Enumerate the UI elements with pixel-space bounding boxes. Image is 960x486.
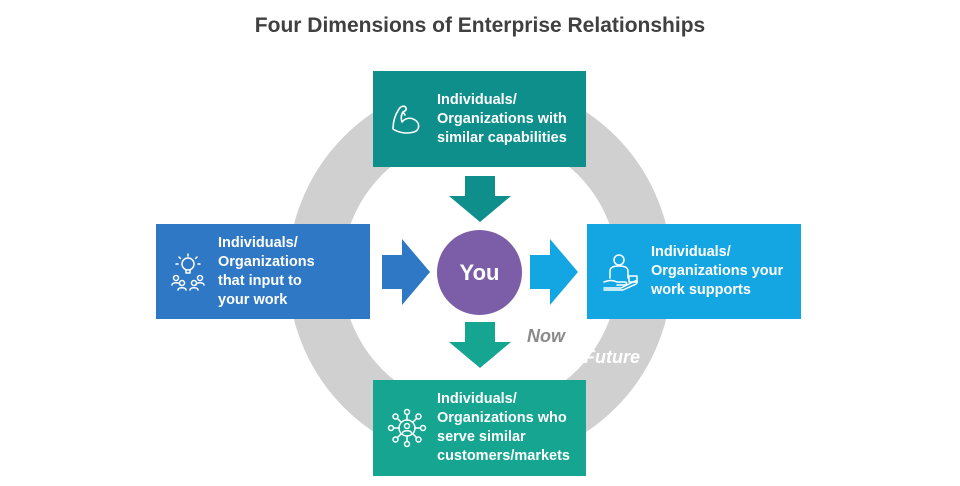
box-label: Individuals/ Organizations who serve sim… <box>437 391 570 464</box>
box-similar-capabilities: Individuals/ Organizations with similar … <box>373 71 586 167</box>
center-you-circle: You <box>437 230 522 315</box>
box-inputs: Individuals/ Organizations that input to… <box>156 224 370 319</box>
box-label: Individuals/ Organizations with similar … <box>437 91 567 146</box>
arrow-right-left <box>382 239 430 305</box>
box-similar-markets: Individuals/ Organizations who serve sim… <box>373 380 586 476</box>
arrow-down-bottom <box>449 322 511 368</box>
box-label: Individuals/ Organizations your work sup… <box>651 244 784 298</box>
future-label: Future <box>584 347 640 367</box>
box-label: Individuals/ Organizations that input to… <box>218 234 315 308</box>
arrow-right-right <box>530 239 578 305</box>
flexed-arm-icon <box>385 97 429 141</box>
network-person-icon <box>385 406 429 450</box>
box-supports: Individuals/ Organizations your work sup… <box>587 224 801 319</box>
idea-team-icon <box>166 250 210 294</box>
person-hand-support-icon <box>599 250 643 294</box>
now-label: Now <box>527 326 565 346</box>
arrow-down-top <box>449 176 511 222</box>
page-title: Four Dimensions of Enterprise Relationsh… <box>254 14 706 37</box>
